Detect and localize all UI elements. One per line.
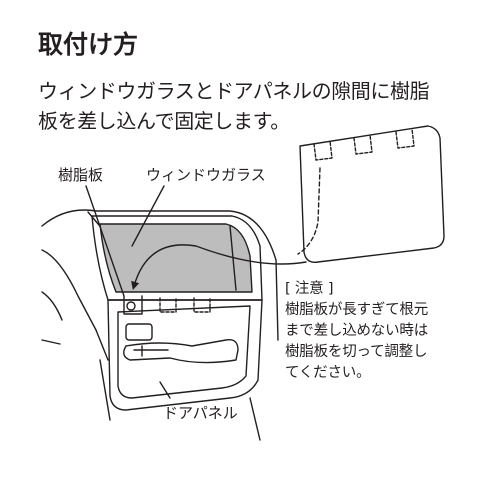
door-panel [107, 299, 263, 411]
caution-line-1: 樹脂板が長すぎて根元 [285, 302, 428, 318]
door-panel-leader [159, 381, 171, 399]
resin-plate-leader [85, 185, 125, 297]
instruction-line-2: 板を差し込んで固定します。 [38, 109, 290, 133]
insertion-guide [297, 167, 321, 255]
instruction-text: ウィンドウガラスとドアパネルの隙間に樹脂 板を差し込んで固定します。 [38, 76, 430, 136]
door-handle [125, 323, 153, 341]
window-glass [99, 223, 253, 293]
page-title: 取付け方 [38, 30, 139, 59]
car-body-outline [41, 209, 279, 341]
label-resin-plate: 樹脂板 [58, 166, 104, 184]
car-pillar-left [41, 249, 97, 331]
instruction-line-1: ウィンドウガラスとドアパネルの隙間に樹脂 [38, 79, 430, 103]
armrest [123, 339, 239, 364]
insertion-arrow [131, 244, 307, 291]
caution-line-4: てください。 [285, 365, 371, 381]
caution-line-3: 樹脂板を切って調整し [285, 344, 428, 360]
resin-plate-sheet [299, 125, 445, 263]
window-glass-leader [131, 185, 165, 247]
caution-heading: [ 注意 ] [285, 281, 334, 297]
caution-line-2: まで差し込めない時は [285, 323, 428, 339]
caution-note: [ 注意 ] 樹脂板が長すぎて根元 まで差し込めない時は 樹脂板を切って調整し … [285, 279, 428, 384]
label-window-glass: ウィンドウガラス [146, 166, 266, 184]
resin-plate-tab [123, 295, 143, 315]
label-door-panel: ドアパネル [163, 404, 238, 422]
